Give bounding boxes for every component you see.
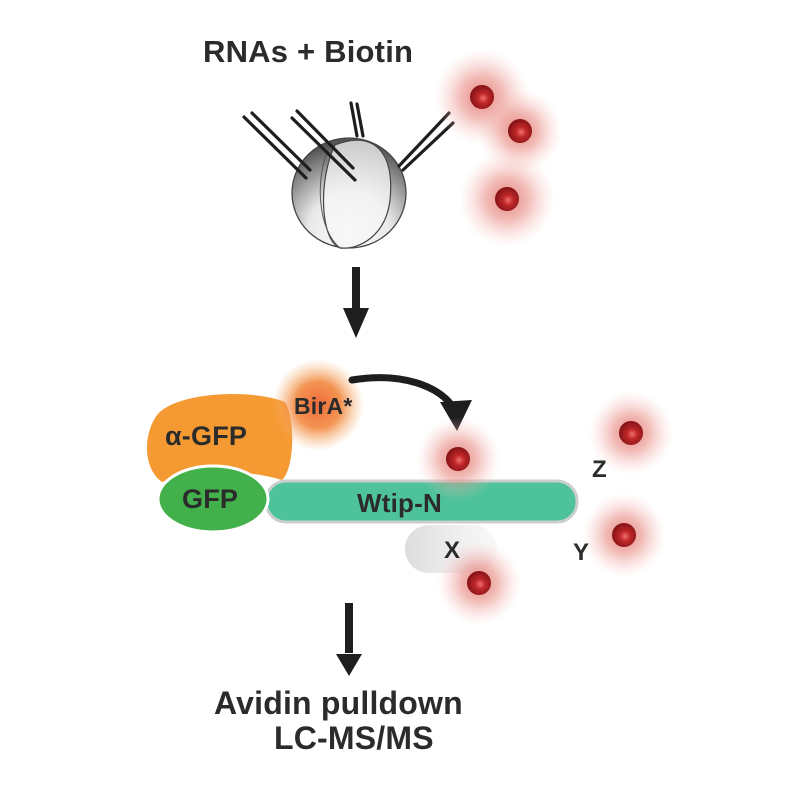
output-line-2: LC-MS/MS bbox=[274, 720, 434, 756]
interactor-y-label: Y bbox=[573, 539, 590, 566]
interactor-z-label: Z bbox=[592, 456, 607, 483]
embryo-cleavage-2 bbox=[319, 149, 341, 249]
biotin-bead bbox=[470, 85, 494, 109]
anti-gfp-antibody bbox=[146, 394, 293, 482]
needle bbox=[401, 121, 455, 172]
down-arrow-icon bbox=[343, 267, 369, 338]
needle bbox=[290, 116, 357, 182]
biotin-bead bbox=[446, 447, 470, 471]
biotin-cluster-top bbox=[434, 49, 562, 247]
biotin-bead bbox=[495, 187, 519, 211]
curved-arrow-icon bbox=[348, 374, 472, 431]
title: RNAs + Biotin bbox=[203, 34, 414, 69]
antibody-label: α-GFP bbox=[165, 421, 248, 451]
embryo-illustration bbox=[242, 101, 455, 249]
bira-enzyme bbox=[272, 359, 364, 451]
injection-needles bbox=[242, 101, 455, 182]
interactor-x-label: X bbox=[444, 537, 461, 564]
needle bbox=[349, 101, 359, 138]
biotin-bead bbox=[467, 571, 491, 595]
biotin-bead bbox=[508, 119, 532, 143]
biotin-bead bbox=[619, 421, 643, 445]
needle bbox=[397, 111, 451, 168]
biotin-cluster-bottom bbox=[416, 391, 673, 625]
bira-label: BirA* bbox=[294, 393, 353, 419]
biotin-bead bbox=[612, 523, 636, 547]
bait-label: Wtip-N bbox=[357, 488, 442, 518]
needle bbox=[250, 111, 312, 172]
needle bbox=[355, 102, 365, 138]
gfp-protein bbox=[156, 464, 270, 534]
needle bbox=[242, 115, 308, 180]
needle bbox=[295, 109, 355, 170]
down-arrow-icon bbox=[336, 603, 362, 676]
gfp-label: GFP bbox=[182, 484, 239, 514]
output-line-1: Avidin pulldown bbox=[214, 685, 463, 721]
